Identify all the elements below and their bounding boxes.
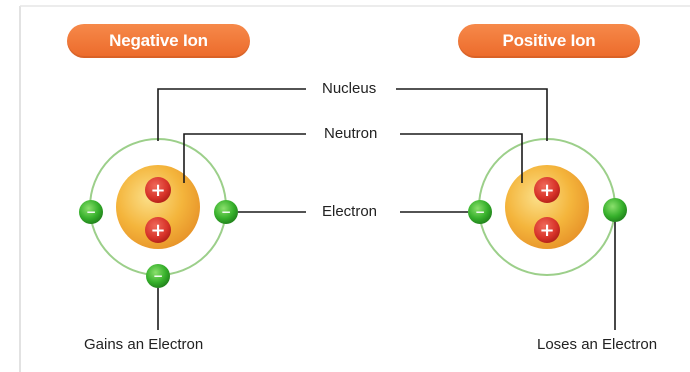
proton-sign: + bbox=[150, 220, 165, 241]
positive-ion-atom: + + − bbox=[468, 138, 627, 276]
proton-sign: + bbox=[539, 180, 554, 201]
loses-electron-label: Loses an Electron bbox=[537, 336, 658, 353]
nucleus-negative bbox=[116, 165, 200, 249]
proton-pos-2: + bbox=[534, 217, 560, 243]
proton-sign: + bbox=[150, 180, 165, 201]
electron-pos-left: − bbox=[468, 200, 492, 224]
electron-sign: − bbox=[221, 205, 231, 219]
nucleus-leader-left bbox=[157, 88, 306, 141]
electron-sign: − bbox=[86, 205, 96, 219]
leader-lines bbox=[157, 88, 616, 330]
electron-label: Electron bbox=[322, 203, 378, 220]
proton-neg-1: + bbox=[145, 177, 171, 203]
positive-ion-title: Positive Ion bbox=[458, 24, 640, 58]
negative-ion-title: Negative Ion bbox=[67, 24, 250, 58]
electron-neg-left: − bbox=[79, 200, 103, 224]
nucleus-label: Nucleus bbox=[322, 80, 377, 97]
electron-sign: − bbox=[475, 205, 485, 219]
neutron-label: Neutron bbox=[324, 125, 378, 142]
electron-neg-bottom: − bbox=[146, 264, 170, 288]
electron-pos-right bbox=[603, 198, 627, 222]
gains-electron-label: Gains an Electron bbox=[84, 336, 204, 353]
nucleus-leader-right bbox=[396, 88, 548, 141]
proton-neg-2: + bbox=[145, 217, 171, 243]
electron-sign: − bbox=[153, 269, 163, 283]
proton-sign: + bbox=[539, 220, 554, 241]
negative-ion-atom: + + − − − bbox=[79, 138, 238, 288]
neutron-leader-right bbox=[400, 133, 523, 183]
proton-pos-1: + bbox=[534, 177, 560, 203]
electron-neg-right: − bbox=[214, 200, 238, 224]
nucleus-positive bbox=[505, 165, 589, 249]
neutron-leader-left bbox=[183, 133, 306, 183]
lost-electron bbox=[603, 198, 627, 222]
